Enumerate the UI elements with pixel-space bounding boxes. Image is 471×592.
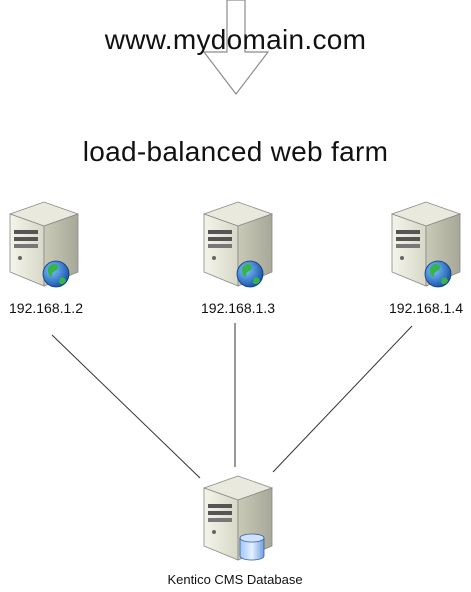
web-server-1: [4, 196, 94, 288]
down-arrow-icon: [202, 0, 270, 95]
connector-server-3-db: [272, 325, 413, 473]
domain-label: www.mydomain.com: [104, 24, 367, 55]
web-server-globe-icon: [390, 201, 462, 288]
server-2-ip: 192.168.1.3: [201, 300, 275, 316]
server-3-ip: 192.168.1.4: [389, 300, 463, 316]
web-farm-title: load-balanced web farm: [82, 136, 389, 167]
database-server: [198, 470, 288, 562]
web-server-2: [198, 196, 288, 288]
web-server-globe-icon: [8, 201, 80, 288]
database-server-icon: [202, 475, 274, 561]
database-label: Kentico CMS Database: [167, 572, 303, 587]
web-server-3: [386, 196, 471, 288]
server-1-ip: 192.168.1.2: [9, 300, 83, 316]
web-server-globe-icon: [202, 201, 274, 288]
connector-server-1-db: [51, 334, 201, 479]
